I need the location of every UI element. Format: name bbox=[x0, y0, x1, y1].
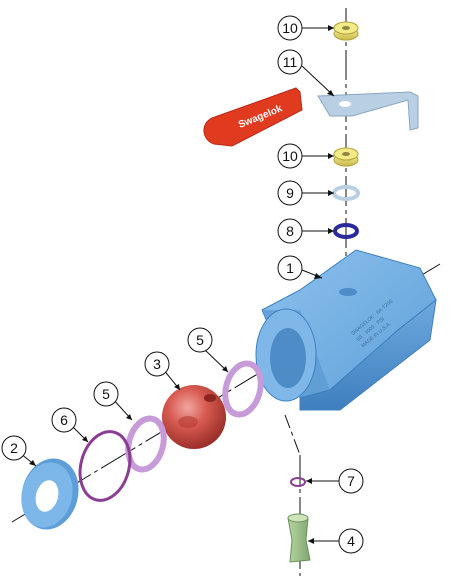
callout-4: 4 bbox=[338, 528, 364, 554]
oring-part bbox=[78, 430, 132, 502]
callout-label: 8 bbox=[286, 223, 294, 239]
nut-top-part bbox=[333, 21, 359, 41]
handle-part: Swagelok bbox=[203, 87, 303, 147]
callout-label: 1 bbox=[286, 260, 294, 276]
callout-10-lower: 10 bbox=[277, 143, 303, 169]
callout-10-top: 10 bbox=[277, 15, 303, 41]
ball-part bbox=[162, 385, 226, 449]
callout-label: 5 bbox=[196, 332, 204, 348]
callout-label: 11 bbox=[283, 54, 298, 70]
callout-label: 4 bbox=[347, 533, 355, 549]
callout-label: 6 bbox=[60, 412, 68, 428]
callout-9: 9 bbox=[277, 180, 303, 206]
callout-label: 10 bbox=[282, 148, 298, 164]
callout-label: 5 bbox=[102, 386, 110, 402]
leader-arrowheads bbox=[29, 25, 334, 544]
callout-label: 10 bbox=[282, 20, 298, 36]
callout-5-right: 5 bbox=[187, 327, 213, 353]
callout-label: 9 bbox=[286, 185, 294, 201]
callout-label: 3 bbox=[153, 356, 161, 372]
stem-part bbox=[287, 513, 311, 563]
seat-left-part bbox=[125, 415, 167, 473]
callout-1: 1 bbox=[277, 255, 303, 281]
valve-body-part: SWAGELOK · 6A-T20S SS · 3000 · PSI MADE … bbox=[255, 249, 437, 411]
callout-8: 8 bbox=[277, 218, 303, 244]
nut-lower-part bbox=[333, 147, 359, 167]
small-oring-part bbox=[290, 477, 306, 487]
end-nut-part bbox=[21, 458, 79, 530]
callout-7: 7 bbox=[338, 468, 364, 494]
callout-11: 11 bbox=[277, 49, 303, 75]
callout-3: 3 bbox=[144, 351, 170, 377]
callout-label: 7 bbox=[347, 473, 355, 489]
callout-5-left: 5 bbox=[93, 381, 119, 407]
callout-2: 2 bbox=[1, 435, 27, 461]
gland-part bbox=[333, 223, 359, 239]
callout-label: 2 bbox=[10, 440, 18, 456]
stop-plate-part bbox=[317, 91, 419, 131]
seat-right-part bbox=[222, 360, 264, 418]
callout-6: 6 bbox=[51, 407, 77, 433]
